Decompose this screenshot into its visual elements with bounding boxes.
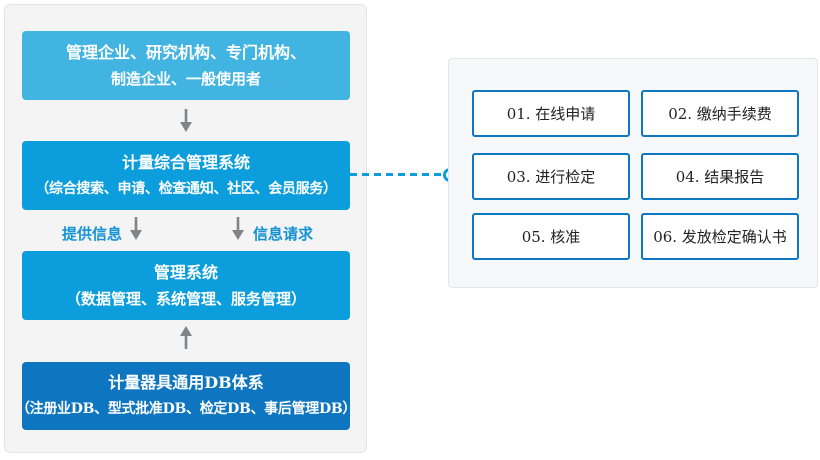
architecture-panel: 管理企业、研究机构、专门机构、 制造企业、一般使用者 计量综合管理系统 （综合搜… bbox=[4, 4, 367, 453]
users-line1: 管理企业、研究机构、专门机构、 bbox=[65, 42, 306, 62]
step-box-conduct-verification: 03. 进行检定 bbox=[472, 153, 630, 200]
integrated-line1: 计量综合管理系统 bbox=[121, 152, 250, 172]
management-line1: 管理系统 bbox=[153, 262, 218, 282]
users-line2: 制造企业、一般使用者 bbox=[110, 69, 261, 88]
flow-box-management-system: 管理系统 （数据管理、系统管理、服务管理） bbox=[22, 251, 350, 320]
provide-info-label: 提供信息 bbox=[61, 225, 122, 243]
process-steps-panel: 01. 在线申请 02. 缴纳手续费 03. 进行检定 04. 结果报告 05.… bbox=[448, 58, 818, 288]
step-box-pay-fee: 02. 缴纳手续费 bbox=[641, 90, 799, 137]
step-box-issue-confirmation: 06. 发放检定确认书 bbox=[641, 213, 799, 260]
arrow-up-icon bbox=[180, 326, 192, 349]
connector-dashed-line bbox=[350, 173, 443, 176]
integrated-line2: （综合搜索、申请、检查通知、社区、会员服务） bbox=[35, 180, 337, 197]
step-box-online-application: 01. 在线申请 bbox=[472, 90, 630, 137]
step-box-approval: 05. 核准 bbox=[472, 213, 630, 260]
arrow-down-icon bbox=[130, 217, 142, 240]
flow-box-users: 管理企业、研究机构、专门机构、 制造企业、一般使用者 bbox=[22, 31, 350, 100]
arrow-down-icon bbox=[180, 109, 192, 132]
db-line2: （注册业DB、型式批准DB、检定DB、事后管理DB） bbox=[15, 401, 357, 417]
info-request-label: 信息请求 bbox=[253, 225, 314, 243]
step-box-result-report: 04. 结果报告 bbox=[641, 153, 799, 200]
arrow-down-icon bbox=[232, 217, 244, 240]
flow-box-db-system: 计量器具通用DB体系 （注册业DB、型式批准DB、检定DB、事后管理DB） bbox=[16, 362, 356, 430]
db-line1: 计量器具通用DB体系 bbox=[108, 373, 264, 392]
flow-box-integrated-system: 计量综合管理系统 （综合搜索、申请、检查通知、社区、会员服务） bbox=[22, 141, 350, 210]
management-line2: （数据管理、系统管理、服务管理） bbox=[65, 289, 306, 308]
